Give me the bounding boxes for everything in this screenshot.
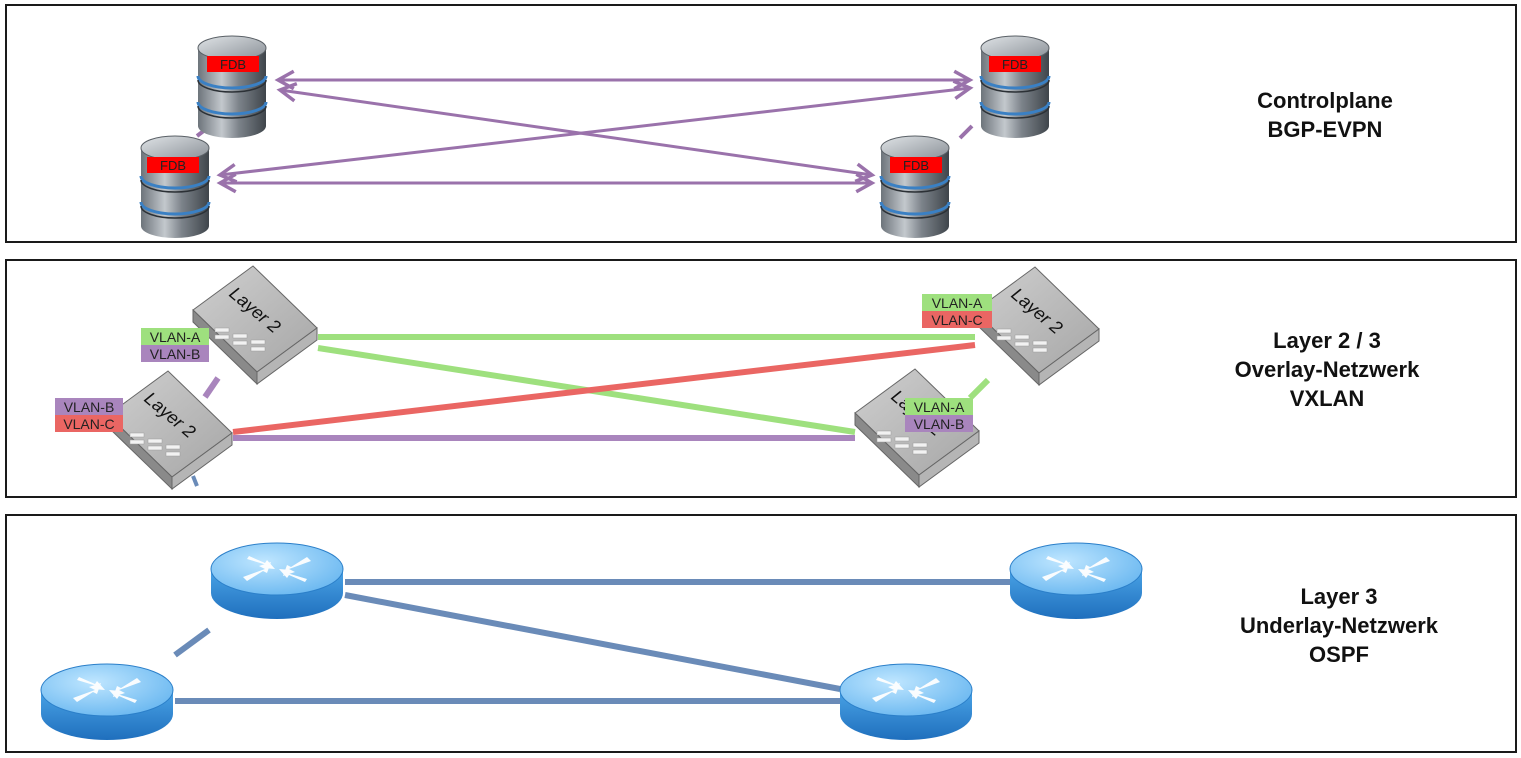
vlan-tag-text: VLAN-B: [64, 399, 115, 415]
router-icon: [1009, 542, 1143, 620]
overlay-links: [191, 334, 991, 487]
database-icon: [879, 134, 951, 240]
switch-icon: Layer 2: [974, 266, 1100, 386]
database-icon: [196, 34, 268, 140]
router-icon: [839, 663, 973, 741]
ospf-link-left: [173, 627, 211, 658]
fdb-label-text: FDB: [903, 158, 929, 173]
overlay-title-line2: Overlay-Netzwerk: [1234, 357, 1420, 382]
overlay-title-line3: VXLAN: [1289, 386, 1365, 411]
vlan-tag-c: VLAN-C: [922, 311, 992, 328]
controlplane-title-line2: BGP-EVPN: [1267, 117, 1383, 142]
vlan-tag-a: VLAN-A: [141, 328, 209, 345]
fdb-label-text: FDB: [160, 158, 186, 173]
vlan-a-link-right: [967, 377, 991, 401]
vlan-tag-b: VLAN-B: [141, 345, 209, 362]
bgp-link-cross-up: [220, 88, 970, 175]
underlay-links: [173, 579, 1010, 704]
switch-icon: Layer 2: [107, 370, 233, 490]
controlplane-title-line1: Controlplane: [1257, 88, 1393, 113]
underlay-title: Layer 3 Underlay-Netzwerk OSPF: [1214, 582, 1464, 669]
underlay-stub: [191, 475, 199, 487]
ospf-link-cross: [344, 592, 841, 692]
bgp-link-right-vertical: [958, 124, 974, 140]
vlan-tag-b: VLAN-B: [55, 398, 123, 415]
vlan-tag-a: VLAN-A: [905, 398, 973, 415]
vlan-tag-text: VLAN-A: [914, 399, 965, 415]
vlan-tag-text: VLAN-B: [914, 416, 965, 432]
fdb-label: FDB: [989, 56, 1041, 72]
switch-icon: Layer 2: [192, 265, 318, 385]
vlan-tag-text: VLAN-C: [63, 416, 114, 432]
vlan-c-link-cross: [232, 342, 976, 435]
underlay-title-line1: Layer 3: [1300, 584, 1378, 609]
fdb-label: FDB: [890, 157, 942, 173]
vlan-tag-text: VLAN-A: [150, 329, 201, 345]
database-icon: [979, 34, 1051, 140]
vlan-tag-text: VLAN-B: [150, 346, 201, 362]
overlay-title: Layer 2 / 3 Overlay-Netzwerk VXLAN: [1202, 326, 1452, 413]
vlan-tag-c: VLAN-C: [55, 415, 123, 432]
vlan-b-link-left: [202, 376, 221, 399]
vlan-tag-b: VLAN-B: [905, 415, 973, 432]
fdb-label: FDB: [147, 157, 199, 173]
fdb-label-text: FDB: [1002, 57, 1028, 72]
fdb-label: FDB: [207, 56, 259, 72]
vlan-tag-text: VLAN-C: [931, 312, 982, 328]
fdb-label-text: FDB: [220, 57, 246, 72]
router-icon: [40, 663, 174, 741]
router-icon: [210, 542, 344, 620]
controlplane-links: [195, 80, 974, 183]
overlay-title-line1: Layer 2 / 3: [1273, 328, 1381, 353]
controlplane-title: Controlplane BGP-EVPN: [1210, 86, 1440, 144]
vlan-tag-a: VLAN-A: [922, 294, 992, 311]
vlan-tag-text: VLAN-A: [932, 295, 983, 311]
database-icon: [139, 134, 211, 240]
underlay-title-line3: OSPF: [1309, 642, 1369, 667]
underlay-title-line2: Underlay-Netzwerk: [1239, 613, 1439, 638]
